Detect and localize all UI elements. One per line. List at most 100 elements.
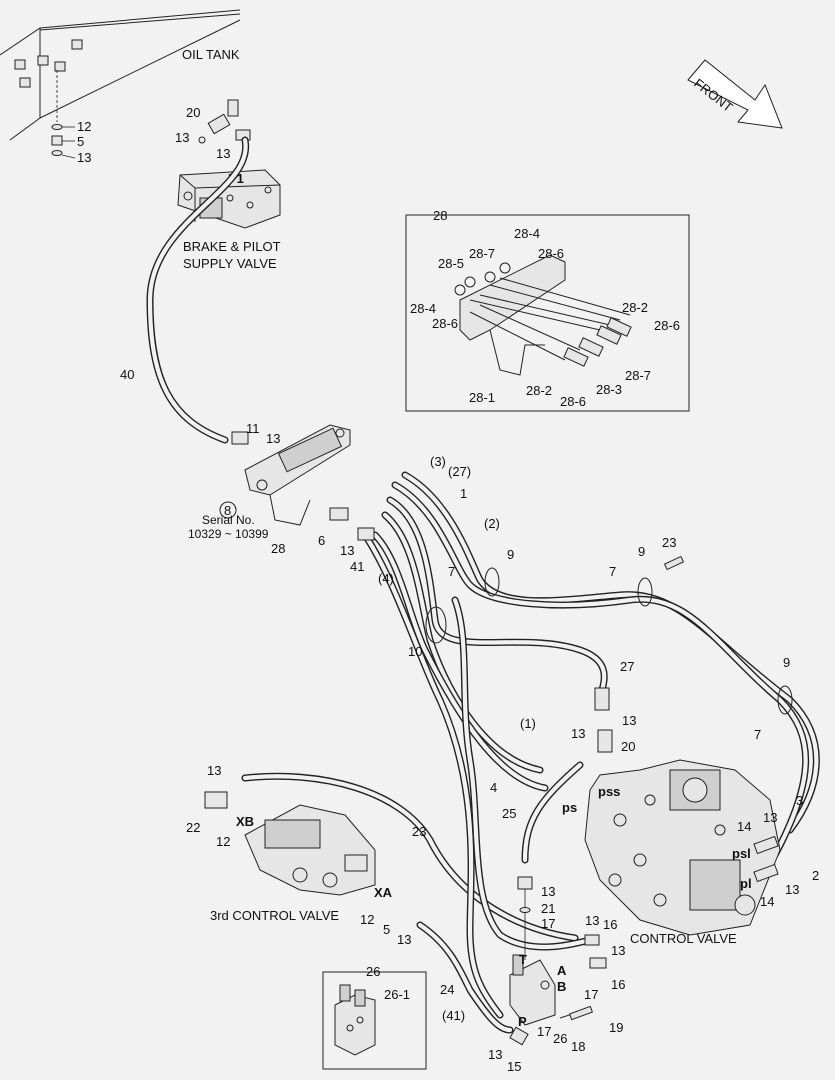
callout-1-paren: (1) xyxy=(520,716,536,731)
port-t: T xyxy=(519,952,527,967)
callout-13: 13 xyxy=(611,943,625,958)
callout-40: 40 xyxy=(120,367,134,382)
callout-24: 24 xyxy=(440,982,454,997)
callout-2: 2 xyxy=(812,868,819,883)
port-pss: pss xyxy=(598,784,620,799)
inset-28-label: 28-2 xyxy=(526,383,552,398)
callout-13: 13 xyxy=(488,1047,502,1062)
inset-28-label: 28-6 xyxy=(432,316,458,331)
callout-13: 13 xyxy=(266,431,280,446)
callout-13: 13 xyxy=(622,713,636,728)
callout-14: 14 xyxy=(760,894,774,909)
callout-19: 19 xyxy=(609,1020,623,1035)
callout-41-paren: (41) xyxy=(442,1008,465,1023)
port-a: A xyxy=(557,963,567,978)
inset-28-label: 28-7 xyxy=(469,246,495,261)
callout-10: 10 xyxy=(408,644,422,659)
callout-13: 13 xyxy=(397,932,411,947)
callout-13: 13 xyxy=(541,884,555,899)
callout-4-paren: (4) xyxy=(378,571,394,586)
elbow-fitting-20 xyxy=(207,99,251,141)
inset-26-title: 26 xyxy=(366,964,380,979)
callout-12: 12 xyxy=(216,834,230,849)
callout-16: 16 xyxy=(611,977,625,992)
control-valve-label: CONTROL VALVE xyxy=(630,931,737,946)
callout-15: 15 xyxy=(507,1059,521,1074)
inset-28-label: 28-7 xyxy=(625,368,651,383)
hose-end-fitting xyxy=(594,687,610,711)
callout-13: 13 xyxy=(175,130,189,145)
callout-2-paren: (2) xyxy=(484,516,500,531)
callout-25: 25 xyxy=(502,806,516,821)
callout-14: 14 xyxy=(737,819,751,834)
callout-12: 12 xyxy=(360,912,374,927)
callout-20: 20 xyxy=(186,105,200,120)
inset-28-label: 28-4 xyxy=(410,301,436,316)
inset-28-label: 28-1 xyxy=(469,390,495,405)
serial-range-label: 10329 ~ 10399 xyxy=(188,527,269,541)
inset-28-title: 28 xyxy=(433,208,447,223)
third-control-valve-label: 3rd CONTROL VALVE xyxy=(210,908,339,923)
port-pl: pl xyxy=(740,876,752,891)
callout-41: 41 xyxy=(350,559,364,574)
callout-9: 9 xyxy=(783,655,790,670)
callout-22: 22 xyxy=(186,820,200,835)
callout-28: 28 xyxy=(271,541,285,556)
callout-17: 17 xyxy=(584,987,598,1002)
callout-7: 7 xyxy=(609,564,616,579)
pilot-port-block xyxy=(231,424,375,541)
callout-18: 18 xyxy=(571,1039,585,1054)
callout-13: 13 xyxy=(340,543,354,558)
callout-13: 13 xyxy=(77,150,91,165)
callout-13: 13 xyxy=(216,146,230,161)
callout-12: 12 xyxy=(77,119,91,134)
brake-valve-label-1: BRAKE & PILOT xyxy=(183,239,281,254)
callout-17: 17 xyxy=(537,1024,551,1039)
port-xa: XA xyxy=(374,885,393,900)
selector-valve-26 xyxy=(509,876,607,1026)
callout-11: 11 xyxy=(246,421,260,436)
oil-tank xyxy=(0,9,241,156)
port-b: B xyxy=(557,979,566,994)
callout-3: 3 xyxy=(796,793,803,808)
port-p: P xyxy=(518,1014,527,1029)
tee-fitting-20 xyxy=(597,729,613,753)
callout-21: 21 xyxy=(541,901,555,916)
inset-28-label: 28-5 xyxy=(438,256,464,271)
port-ps: ps xyxy=(562,800,577,815)
callout-13: 13 xyxy=(785,882,799,897)
callout-4: 4 xyxy=(490,780,497,795)
callout-13: 13 xyxy=(207,763,221,778)
inset-28-label: 28-6 xyxy=(560,394,586,409)
inset-28-label: 28-3 xyxy=(596,382,622,397)
callout-7: 7 xyxy=(754,727,761,742)
callout-27: 27 xyxy=(620,659,634,674)
oil-tank-label: OIL TANK xyxy=(182,47,240,62)
callout-27-paren: (27) xyxy=(448,464,471,479)
callout-6: 6 xyxy=(318,533,325,548)
callout-13: 13 xyxy=(763,810,777,825)
callout-9: 9 xyxy=(507,547,514,562)
callout-9: 9 xyxy=(638,544,645,559)
callout-7: 7 xyxy=(448,564,455,579)
brake-valve-label-2: SUPPLY VALVE xyxy=(183,256,277,271)
serial-no-label: Serial No. xyxy=(202,513,255,527)
callout-17: 17 xyxy=(541,916,555,931)
callout-26: 26 xyxy=(553,1031,567,1046)
inset-28-label: 28-6 xyxy=(654,318,680,333)
port-xb: XB xyxy=(236,814,254,829)
callout-23: 23 xyxy=(662,535,676,550)
callout-13: 13 xyxy=(585,913,599,928)
inset-28-label: 28-2 xyxy=(622,300,648,315)
inset-28-box xyxy=(405,214,690,412)
clamps xyxy=(425,555,793,715)
front-arrow-icon xyxy=(687,59,783,129)
inset-28-label: 28-4 xyxy=(514,226,540,241)
callout-1: 1 xyxy=(460,486,467,501)
callout-23: 23 xyxy=(412,824,426,839)
callout-16: 16 xyxy=(603,917,617,932)
third-control-valve xyxy=(204,791,376,896)
callout-20: 20 xyxy=(621,739,635,754)
